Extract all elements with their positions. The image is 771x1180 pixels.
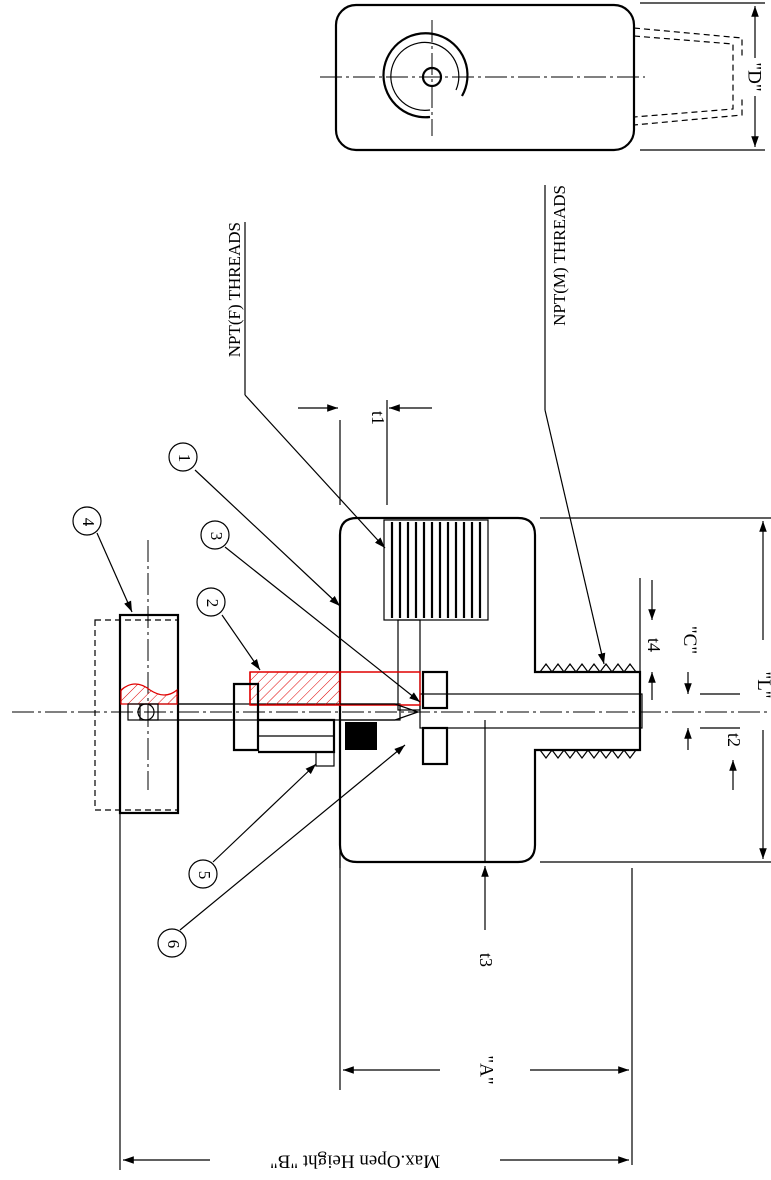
max-open-height-label: Max.Open Height "B" <box>270 1151 440 1172</box>
end-view: "D" <box>320 2 765 152</box>
balloon-5 <box>188 859 218 889</box>
inlet-passage <box>397 619 421 711</box>
balloon-2-leader <box>221 614 261 671</box>
balloon-6 <box>157 928 187 958</box>
outlet-bore <box>419 693 643 729</box>
lock-pin <box>315 751 335 767</box>
bonnet-red-section <box>249 671 341 706</box>
balloon-4-leader <box>96 532 133 613</box>
t2-label: t2 <box>724 733 744 747</box>
balloon-1-label: 1 <box>175 454 194 463</box>
packing-upper <box>421 670 449 710</box>
dim-a-label: "A" <box>476 1055 497 1084</box>
gland-nut <box>232 682 260 752</box>
handle-open-position <box>94 619 179 811</box>
balloon-3-label: 3 <box>207 532 226 541</box>
balloon-1-leader <box>194 469 341 607</box>
handle-red-insert <box>120 683 178 705</box>
balloon-2-label: 2 <box>203 599 222 608</box>
dim-c-label: "C" <box>679 626 700 654</box>
end-view-thread-inner <box>633 35 734 118</box>
balloon-4 <box>72 506 102 536</box>
stem-thread-block <box>345 722 377 750</box>
balloon-5-leader <box>212 763 317 863</box>
valve-body <box>338 516 642 864</box>
t1-label: t1 <box>368 411 388 425</box>
npt-m-label: NPT(M) THREADS <box>550 185 569 326</box>
balloon-3-leader <box>224 546 421 703</box>
handle-pin <box>137 703 155 721</box>
balloon-4-label: 4 <box>79 518 98 527</box>
male-thread-lines <box>539 663 637 759</box>
end-view-stem-circle <box>421 66 443 88</box>
female-thread-lines <box>390 522 482 618</box>
balloon-6-label: 6 <box>164 940 183 949</box>
npt-f-label: NPT(F) THREADS <box>225 222 244 357</box>
needle-tip <box>340 703 420 721</box>
npt-f-leader <box>244 394 386 549</box>
balloon-1 <box>168 442 198 472</box>
packing-lower <box>421 726 449 766</box>
bonnet-red-outline <box>340 671 421 706</box>
callouts: NPT(F) THREADS NPT(M) THREADS 1 3 2 4 5 … <box>72 185 606 958</box>
t3-label: t3 <box>476 953 496 967</box>
end-view-thread-outline <box>633 27 743 126</box>
npt-m-leader <box>544 409 606 665</box>
female-port-bore <box>383 519 489 621</box>
balloon-3 <box>200 520 230 550</box>
end-view-bonnet-circle <box>382 32 469 119</box>
t4-label: t4 <box>644 638 664 652</box>
dim-d-label-bg <box>741 58 765 96</box>
end-view-bonnet-inner-arc <box>390 41 460 111</box>
dimensions: t1 t4 "C" t2 "L" t3 "A" <box>119 400 771 1172</box>
dim-d-label: "D" <box>744 62 765 91</box>
dim-l-label: "L" <box>753 671 771 698</box>
balloon-2 <box>196 587 226 617</box>
section-view <box>12 516 770 864</box>
handle-knob <box>118 613 180 815</box>
balloon-5-label: 5 <box>195 871 214 880</box>
balloon-6-leader <box>179 744 406 931</box>
